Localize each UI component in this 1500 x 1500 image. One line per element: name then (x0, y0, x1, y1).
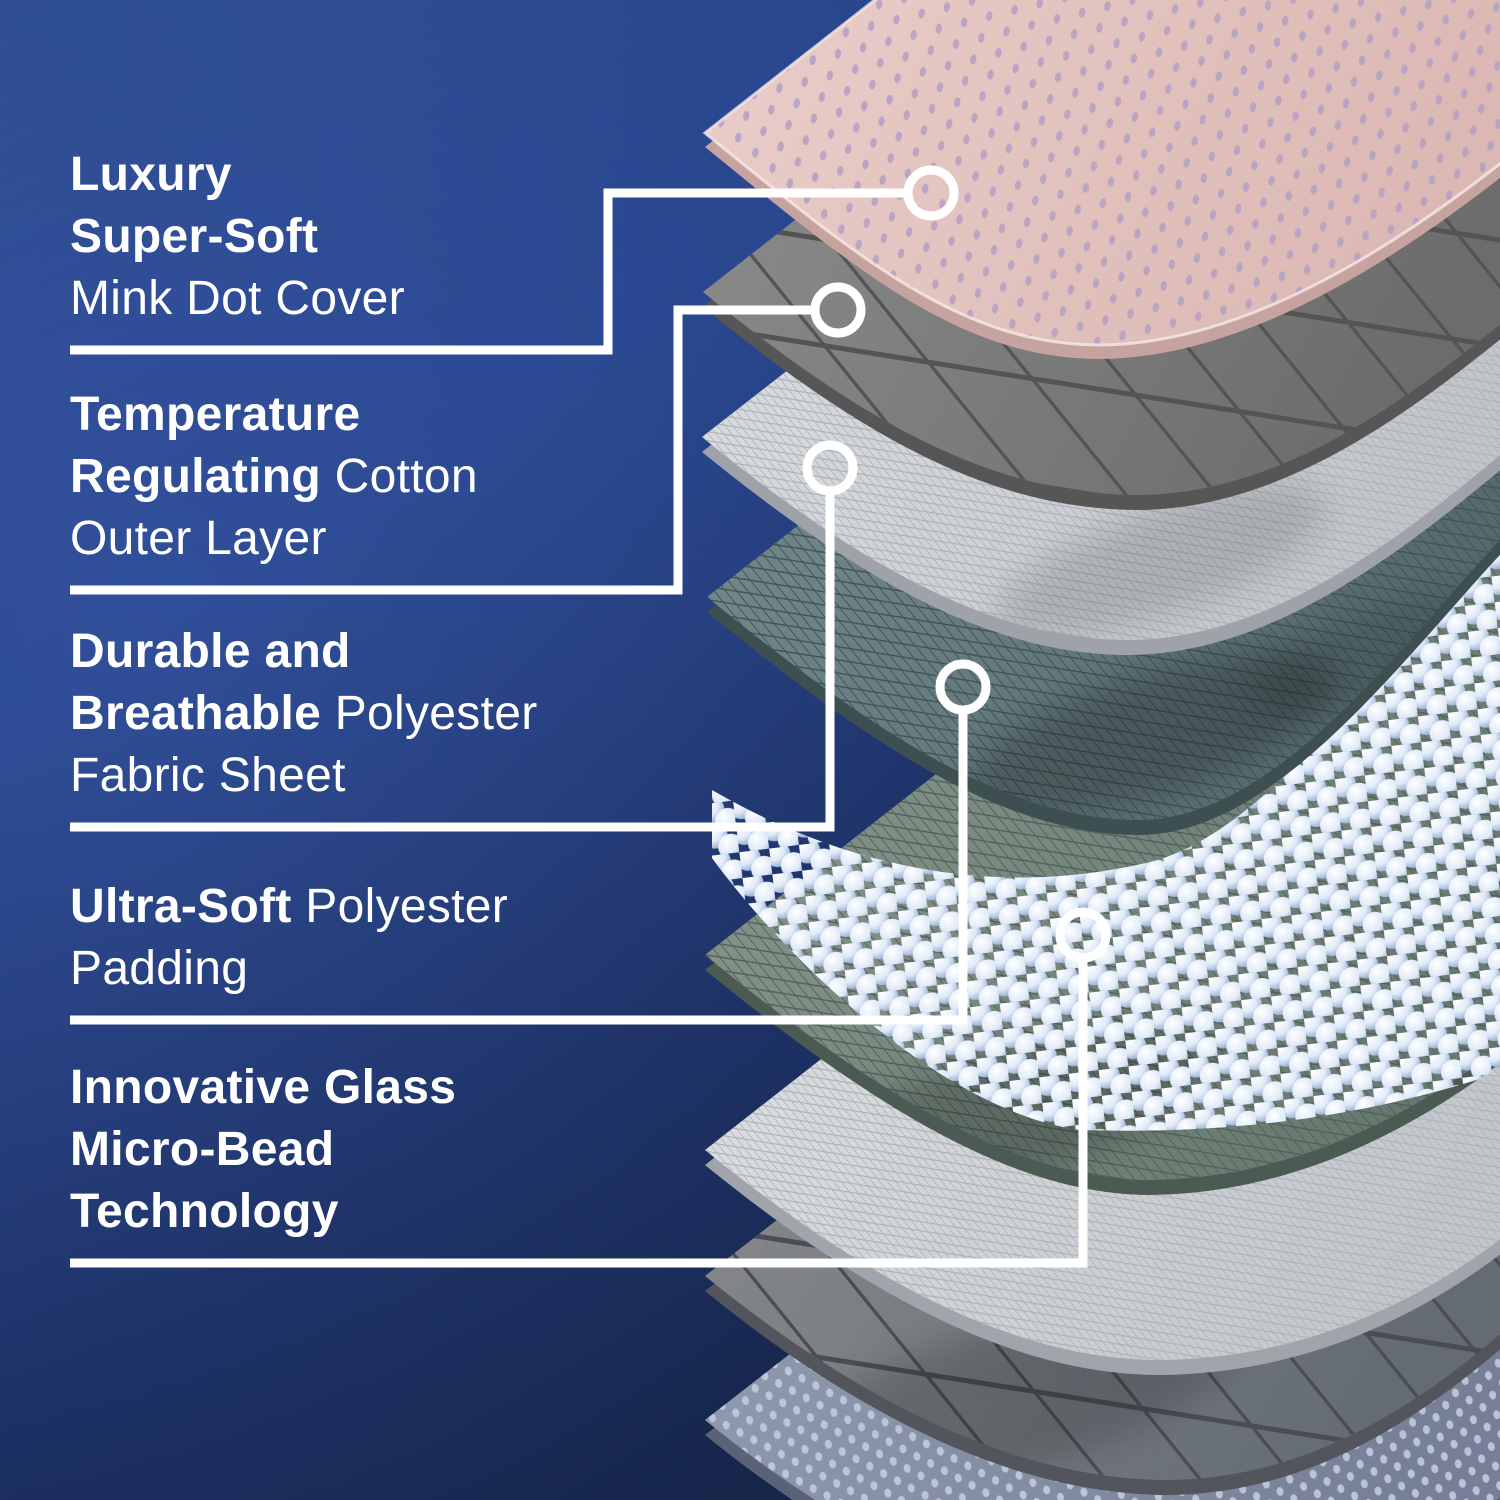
callout-marker-polyester-fabric-sheet (802, 440, 858, 496)
callout-line-micro-bead (70, 961, 1088, 1268)
callout-marker-cotton-outer-layer (810, 282, 866, 338)
layer-polyester-fabric-sheet (702, 0, 1500, 655)
callout-line-polyester-padding (70, 713, 968, 1025)
callouts (70, 165, 1111, 1268)
callout-marker-polyester-padding (935, 659, 991, 715)
callout-line-mink-dot-cover (70, 188, 905, 355)
callout-line-cotton-outer-layer (70, 305, 812, 595)
callout-marker-micro-bead (1055, 907, 1111, 963)
callout-marker-mink-dot-cover (903, 165, 959, 221)
callout-line-polyester-fabric-sheet (70, 494, 835, 832)
layer-polyester-padding (707, 0, 1500, 835)
